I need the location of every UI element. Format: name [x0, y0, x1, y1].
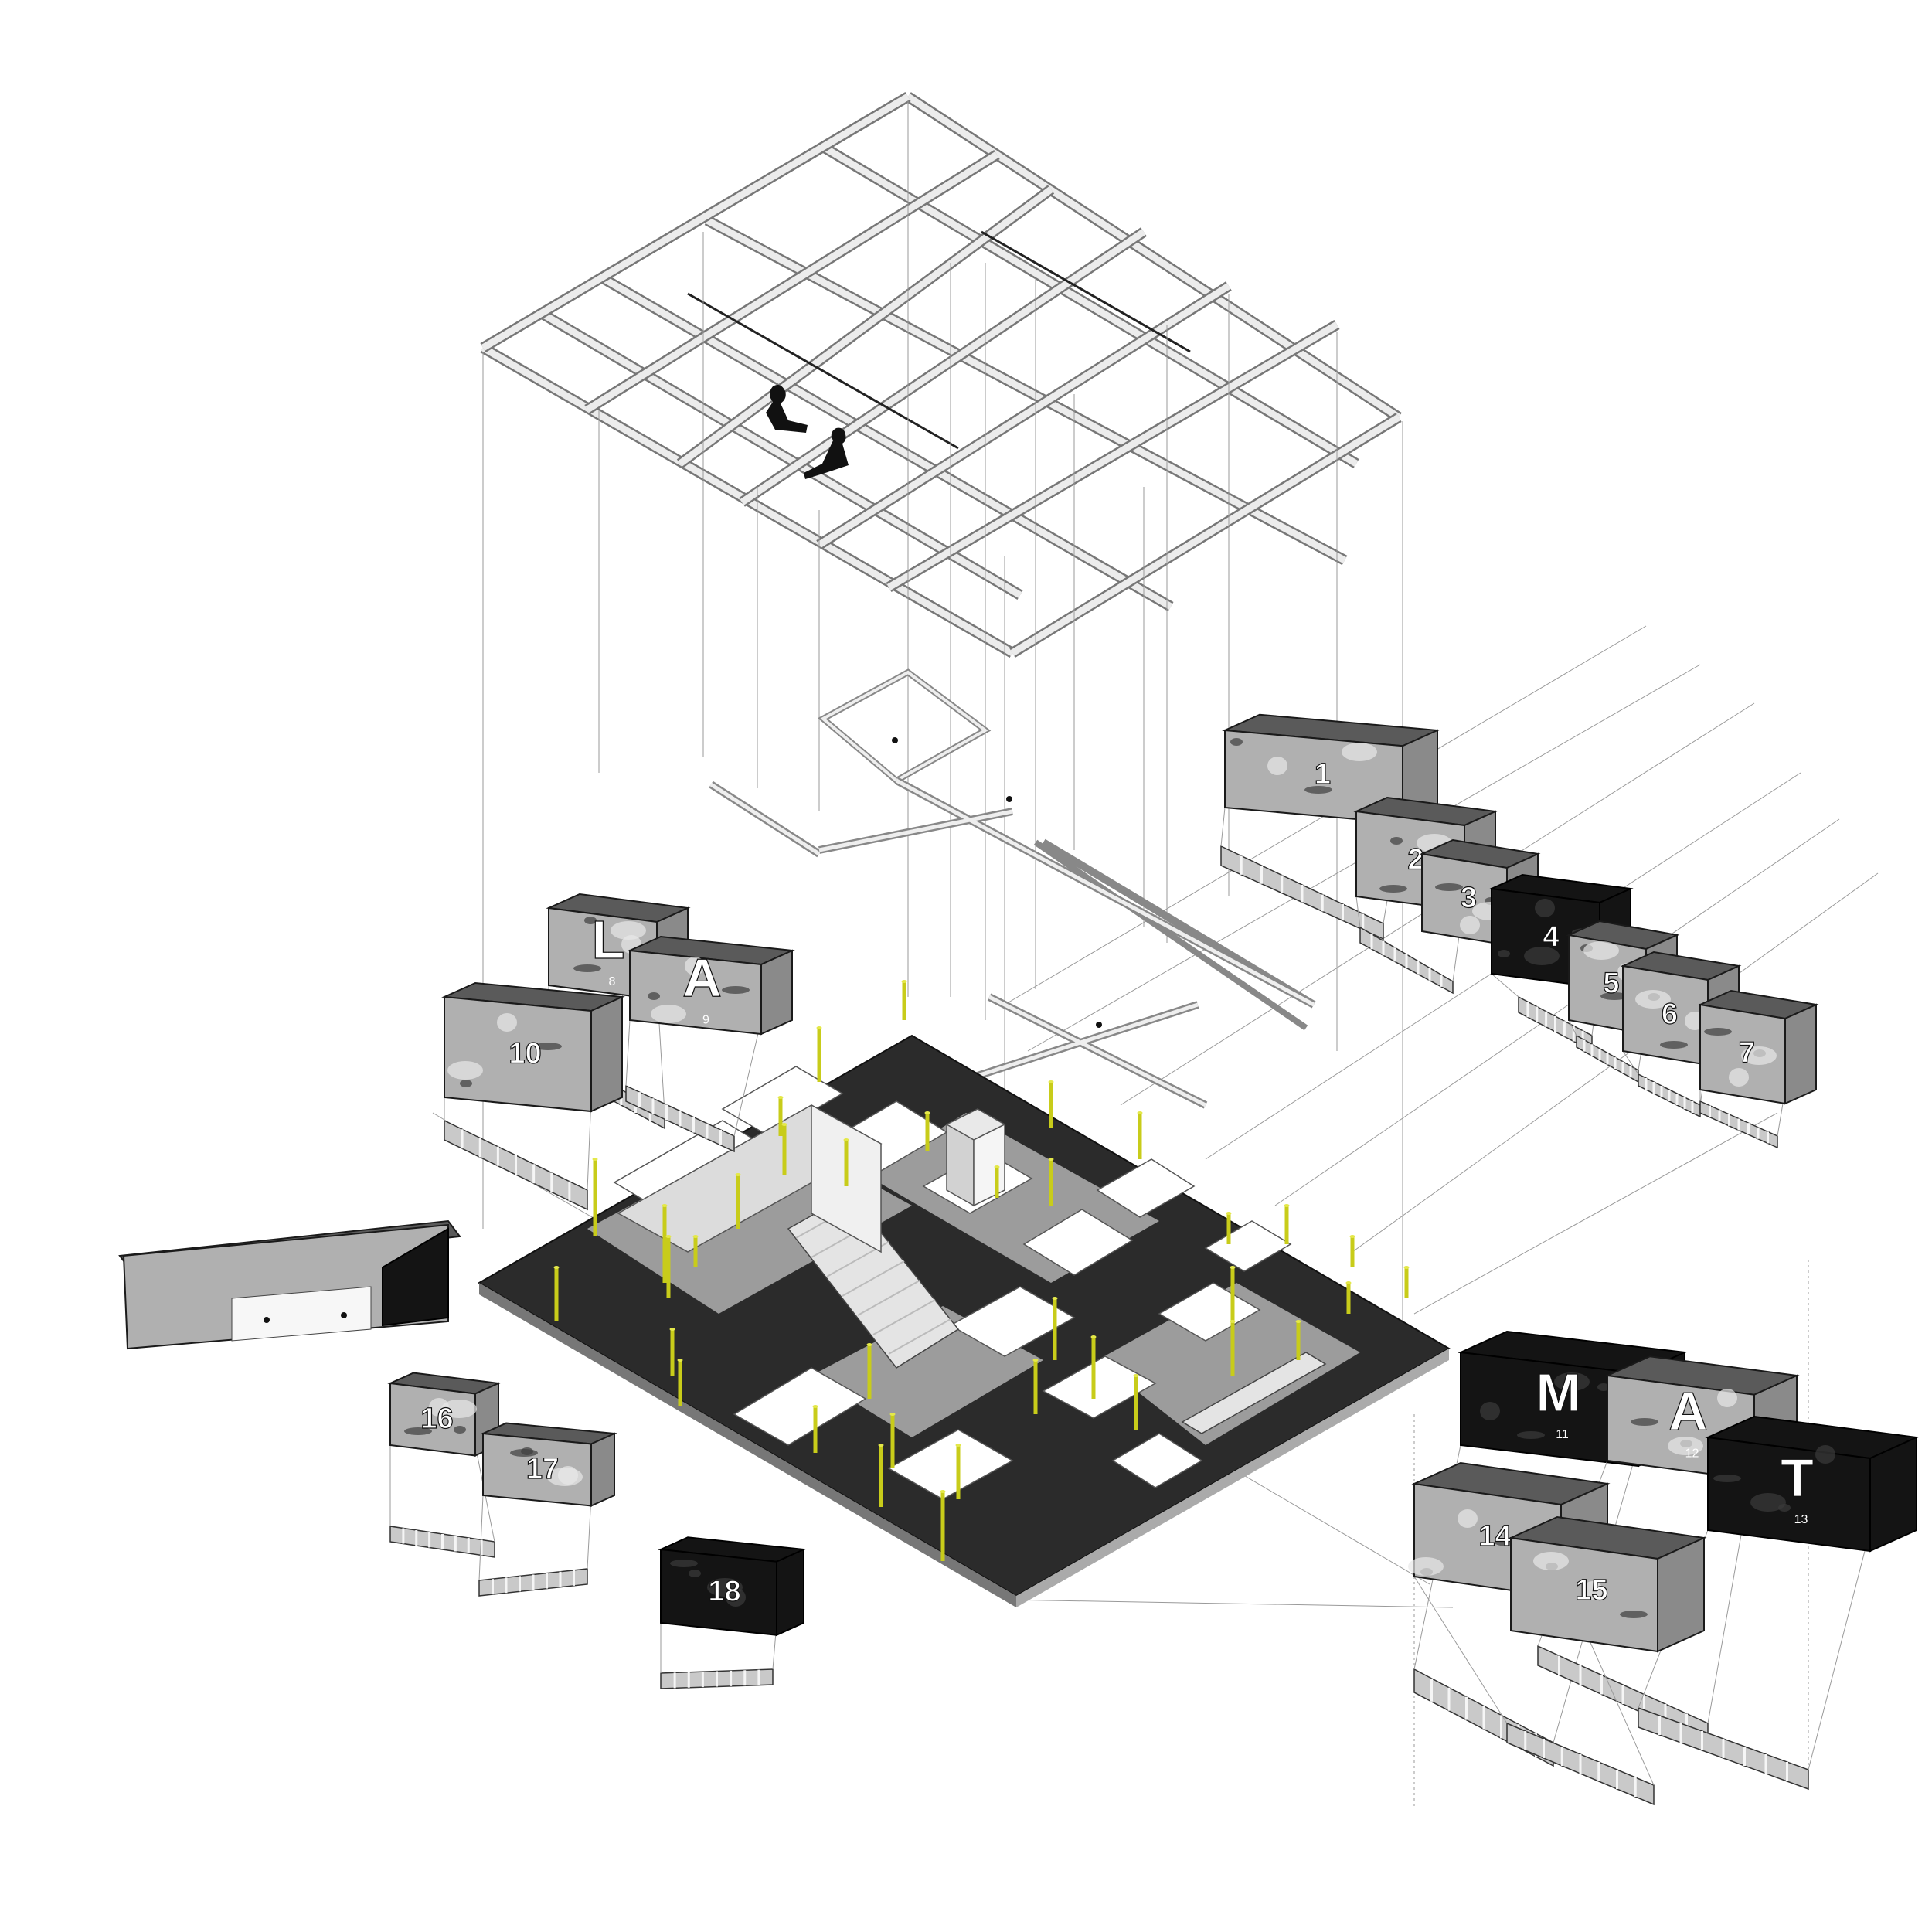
yellow-post: [1052, 1297, 1058, 1360]
yellow-post: [777, 1096, 784, 1136]
yellow-post: [677, 1359, 683, 1406]
volume-7: 7: [1697, 989, 1819, 1149]
yellow-post: [669, 1328, 675, 1376]
volume-18: 18: [658, 1536, 807, 1689]
yellow-post: [1090, 1335, 1097, 1399]
volume-12-number: 12: [1685, 1447, 1699, 1461]
volume-10-stair: [444, 1119, 588, 1211]
yellow-post: [1230, 1266, 1236, 1321]
volume-13: T 13: [1638, 1415, 1920, 1791]
volume-2-number: 2: [1407, 844, 1423, 876]
yellow-post: [665, 1235, 672, 1298]
volume-18-number: 18: [708, 1575, 740, 1607]
yellow-post: [1137, 1111, 1143, 1159]
yellow-post: [994, 1165, 1000, 1198]
main-floor-plate: [477, 1034, 1451, 1607]
seated-figures: [766, 385, 849, 479]
yellow-post: [889, 1413, 896, 1468]
yellow-post: [735, 1173, 741, 1229]
yellow-post: [1284, 1204, 1290, 1244]
volume-8-number: 8: [609, 975, 616, 988]
yellow-post: [1349, 1235, 1355, 1267]
volume-13-number: 13: [1794, 1513, 1808, 1526]
volume-13-letter: T: [1781, 1447, 1814, 1508]
volume-5-stair: [1576, 1034, 1639, 1083]
volume-9-letter: A: [682, 948, 722, 1009]
yellow-post: [878, 1444, 884, 1507]
yellow-post: [816, 1026, 822, 1082]
volume-14-number: 14: [1478, 1520, 1511, 1553]
yellow-post: [1403, 1266, 1410, 1298]
roof-cross-beams: [480, 91, 1402, 658]
yellow-post: [955, 1444, 961, 1499]
volume-9: A9: [625, 935, 795, 1153]
yellow-post: [843, 1138, 849, 1186]
volume-1-number: 1: [1315, 758, 1331, 791]
volume-2-stair: [1359, 926, 1454, 995]
volume-13-stair: [1638, 1706, 1809, 1791]
yellow-post: [662, 1204, 668, 1283]
left-passage-volume: [118, 1219, 461, 1350]
volume-7-number: 7: [1739, 1037, 1755, 1070]
yellow-post: [940, 1490, 946, 1561]
suspended-walkways: [709, 668, 1316, 1109]
volume-10-number: 10: [509, 1038, 541, 1070]
yellow-post: [1048, 1080, 1054, 1128]
yellow-post: [692, 1235, 699, 1267]
yellow-post: [1032, 1359, 1039, 1414]
volume-3-number: 3: [1461, 882, 1477, 914]
volume-4: 4: [1488, 873, 1634, 1053]
volume-7-stair: [1699, 1100, 1778, 1149]
volume-6-stair: [1638, 1073, 1701, 1118]
roof-long-beams: [480, 92, 1402, 658]
volume-16-stair: [389, 1526, 495, 1558]
volume-12-letter: A: [1668, 1382, 1708, 1442]
yellow-post: [1226, 1212, 1232, 1244]
volume-8-letter: L: [592, 910, 625, 970]
roof-grid-structure: [480, 91, 1402, 658]
volume-5-number: 5: [1603, 968, 1619, 1000]
yellow-post: [901, 980, 907, 1020]
yellow-post: [1345, 1281, 1352, 1314]
yellow-post: [781, 1123, 787, 1175]
volume-1: 1: [1220, 713, 1440, 940]
yellow-post: [1048, 1158, 1054, 1206]
yellow-post: [592, 1158, 598, 1236]
volume-1-stair: [1220, 845, 1384, 940]
volume-10: 10: [441, 981, 625, 1211]
yellow-post: [1133, 1374, 1139, 1430]
volume-16-number: 16: [420, 1403, 453, 1435]
volume-17-number: 17: [526, 1453, 559, 1485]
volume-15-number: 15: [1575, 1574, 1607, 1607]
volume-17-stair: [478, 1568, 588, 1597]
volume-9-stair: [625, 1084, 735, 1153]
volume-4-number: 4: [1543, 921, 1559, 954]
volume-11-number: 11: [1556, 1428, 1569, 1441]
yellow-post: [866, 1343, 872, 1399]
structural-posts: [553, 980, 1410, 1561]
yellow-post: [1295, 1320, 1301, 1360]
volume-14-stair: [1506, 1722, 1655, 1806]
volume-6-number: 6: [1662, 998, 1678, 1031]
volume-17: 17: [478, 1422, 617, 1597]
volume-18-stair: [660, 1668, 774, 1689]
volume-15: 15: [1508, 1515, 1707, 1653]
yellow-post: [1230, 1320, 1236, 1376]
yellow-post: [924, 1111, 930, 1151]
yellow-post: [553, 1266, 560, 1321]
volume-9-number: 9: [702, 1014, 709, 1027]
yellow-post: [812, 1405, 818, 1453]
volume-11-letter: M: [1536, 1362, 1580, 1423]
